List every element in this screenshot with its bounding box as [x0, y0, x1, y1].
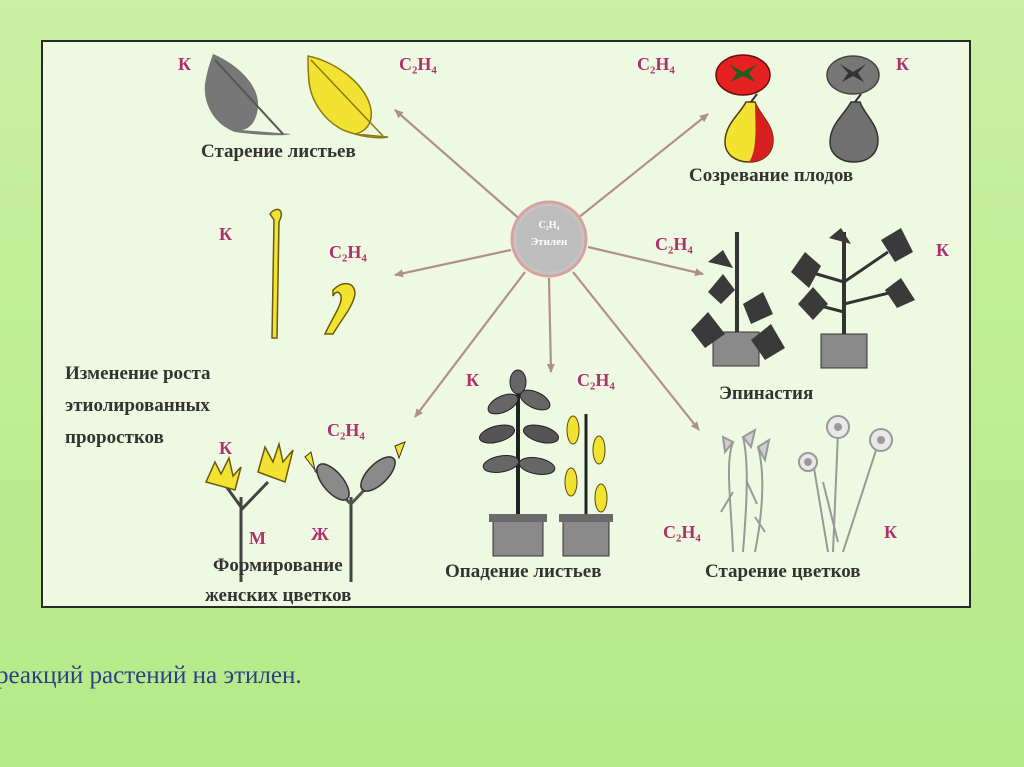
yellow-flower-plant-icon — [204, 441, 294, 582]
marker-control-fruit: К — [896, 54, 910, 74]
marker-ethylene-leaf: C₂H₄ — [399, 54, 437, 74]
arrow-leaf-fall — [546, 277, 555, 373]
straight-sprout-icon — [269, 208, 283, 339]
marker-ethylene-sprout: C₂H₄ — [329, 242, 367, 262]
grey-pear-icon — [829, 93, 879, 163]
yellow-leaf-icon — [307, 55, 389, 139]
marker-control-leaffall: К — [466, 370, 480, 390]
marker-ethylene-fruit: C₂H₄ — [637, 54, 675, 74]
wilted-potted-plant-icon — [559, 414, 613, 557]
marker-control-female: К — [219, 438, 233, 458]
label-etiolated-3: проростков — [65, 427, 164, 448]
label-epinasty: Эпинастия — [719, 383, 814, 404]
marker-control-floweraging: К — [884, 522, 898, 542]
diagram-artwork — [204, 54, 915, 582]
epinasty-plant-icon — [691, 232, 785, 367]
arrow-etiolated — [394, 248, 512, 278]
grey-leaf-icon — [204, 54, 291, 136]
red-tomato-icon — [715, 54, 771, 96]
label-fruit-ripening: Созревание плодов — [689, 165, 854, 186]
bent-sprout-icon — [323, 282, 356, 335]
center-node — [510, 200, 588, 278]
arrows — [394, 109, 709, 431]
arrow-fruit-ripening — [572, 113, 709, 223]
center-formula: C₂H₄ — [538, 220, 560, 231]
label-etiolated-2: этиолированных — [65, 395, 210, 416]
wilted-flowers-icon — [720, 427, 771, 553]
arrow-flower-aging — [572, 271, 700, 431]
marker-male: М — [249, 528, 266, 548]
label-leaf-aging: Старение листьев — [201, 141, 356, 162]
marker-ethylene-floweraging: C₂H₄ — [663, 522, 701, 542]
marker-ethylene-leaffall: C₂H₄ — [577, 370, 615, 390]
marker-control-epinasty: К — [936, 240, 950, 260]
arrow-epinasty — [587, 245, 704, 277]
label-female-2: женских цветков — [205, 585, 352, 606]
label-leaf-fall: Опадение листьев — [445, 561, 602, 582]
grey-flower-plant-icon — [304, 441, 406, 582]
slide-caption: реакций растений на этилен. — [0, 662, 302, 689]
grey-tomato-icon — [826, 55, 880, 95]
label-etiolated-1: Изменение роста — [65, 363, 211, 384]
marker-ethylene-female: C₂H₄ — [327, 420, 365, 440]
yellow-red-pear-icon — [724, 93, 774, 163]
fresh-flowers-icon — [798, 415, 893, 553]
center-name: Этилен — [530, 236, 568, 248]
marker-control-leaf: К — [178, 54, 192, 74]
normal-plant-icon — [791, 228, 915, 369]
label-female-1: Формирование — [213, 555, 343, 576]
arrow-leaf-aging — [394, 109, 524, 223]
marker-control-sprout: К — [219, 224, 233, 244]
healthy-potted-plant-icon — [478, 369, 560, 557]
arrow-female-flowers — [414, 271, 526, 418]
marker-ethylene-epinasty: C₂H₄ — [655, 234, 693, 254]
diagram-frame: C₂H₄ Этилен Старение листьев Созревание … — [41, 40, 971, 608]
label-flower-aging: Старение цветков — [705, 561, 861, 582]
marker-female: Ж — [311, 524, 329, 544]
